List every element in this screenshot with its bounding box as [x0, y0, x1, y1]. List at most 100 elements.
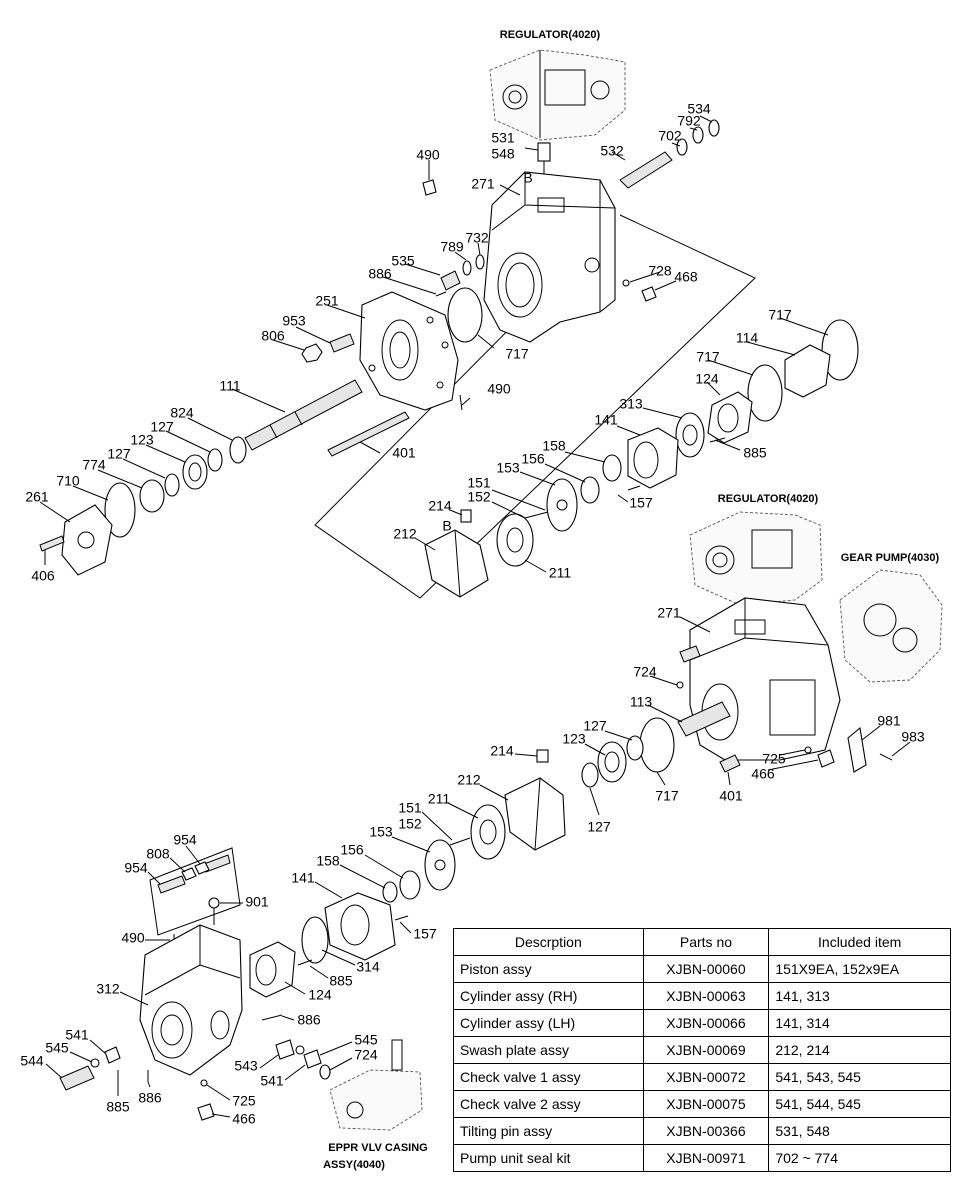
assembly-caption: REGULATOR(4020) — [718, 493, 819, 505]
assembly-caption: GEAR PUMP(4030) — [841, 552, 940, 564]
part-number-label: 490 — [121, 930, 145, 946]
part-number-label: 885 — [106, 1099, 130, 1115]
part-number-label: 466 — [232, 1111, 256, 1127]
cell-included-item: 141, 313 — [768, 982, 951, 1010]
part-number-label: 271 — [657, 605, 681, 621]
part-number-label: 214 — [428, 498, 452, 514]
part-number-label: 728 — [648, 263, 672, 279]
part-number-label: 152 — [467, 489, 491, 505]
cell-parts-no: XJBN-00069 — [642, 1036, 770, 1064]
part-number-label: 158 — [316, 853, 340, 869]
part-number-label: 401 — [719, 788, 743, 804]
part-number-label: 806 — [261, 328, 285, 344]
assembly-caption: ASSY(4040) — [323, 1159, 385, 1171]
part-number-label: 717 — [768, 307, 792, 323]
cell-included-item: 212, 214 — [768, 1036, 951, 1064]
part-number-label: 141 — [594, 412, 618, 428]
part-number-label: 544 — [20, 1053, 44, 1069]
part-number-label: 127 — [587, 819, 611, 835]
regulator-top — [489, 49, 626, 141]
part-number-label: 111 — [219, 378, 240, 394]
table-row: Check valve 1 assy XJBN-00072 541, 543, … — [453, 1063, 951, 1091]
part-number-label: 157 — [629, 495, 653, 511]
part-number-label: 725 — [232, 1093, 256, 1109]
column-header-description: Descrption — [453, 928, 644, 956]
part-number-label: 123 — [130, 432, 154, 448]
part-number-label: 158 — [542, 438, 566, 454]
cell-parts-no: XJBN-00971 — [642, 1144, 770, 1172]
part-number-label: 717 — [655, 788, 679, 804]
lower-assembly-drawing — [59, 847, 423, 1131]
part-number-label: 212 — [393, 526, 417, 542]
part-number-label: 541 — [65, 1027, 89, 1043]
parts-kit-table: Descrption Parts no Included item Piston… — [453, 928, 951, 1172]
part-number-label: 886 — [368, 266, 392, 282]
part-number-label: 886 — [138, 1090, 162, 1106]
part-number-label: 211 — [549, 565, 572, 581]
table-row: Pump unit seal kit XJBN-00971 702 ~ 774 — [453, 1144, 951, 1172]
part-number-label: 724 — [633, 664, 657, 680]
part-number-label: 543 — [234, 1058, 258, 1074]
table-row: Check valve 2 assy XJBN-00075 541, 544, … — [453, 1090, 951, 1118]
part-number-label: 312 — [96, 981, 120, 997]
part-number-label: 534 — [687, 101, 711, 117]
pump-casing-upper — [483, 171, 616, 343]
gear-pump — [839, 569, 943, 683]
part-number-label: 123 — [562, 731, 586, 747]
part-number-label: B — [442, 518, 451, 534]
part-number-label: 124 — [695, 371, 719, 387]
regulator-right — [689, 511, 823, 606]
part-number-label: 532 — [600, 143, 624, 159]
table-row: Tilting pin assy XJBN-00366 531, 548 — [453, 1117, 951, 1145]
cell-parts-no: XJBN-00366 — [642, 1117, 770, 1145]
part-number-label: 151 — [398, 800, 422, 816]
part-number-label: 152 — [398, 816, 422, 832]
part-number-label: 725 — [762, 751, 786, 767]
part-number-label: 153 — [496, 460, 520, 476]
part-number-label: 981 — [877, 713, 901, 729]
part-number-label: 156 — [340, 842, 364, 858]
cell-description: Tilting pin assy — [453, 1117, 644, 1145]
part-number-label: 710 — [56, 473, 80, 489]
table-row: Cylinder assy (RH) XJBN-00063 141, 313 — [453, 982, 951, 1010]
part-number-label: 314 — [356, 959, 380, 975]
part-number-label: 251 — [315, 293, 339, 309]
part-number-label: 113 — [630, 694, 653, 710]
part-number-label: 954 — [173, 832, 197, 848]
cell-included-item: 141, 314 — [768, 1009, 951, 1037]
part-number-label: 885 — [329, 973, 353, 989]
cell-parts-no: XJBN-00063 — [642, 982, 770, 1010]
cell-included-item: 541, 544, 545 — [768, 1090, 951, 1118]
valve-block-upper — [359, 291, 459, 411]
cell-description: Cylinder assy (LH) — [453, 1009, 644, 1037]
valve-block-lower — [139, 924, 243, 1076]
assembly-captions: REGULATOR(4020)REGULATOR(4020)GEAR PUMP(… — [323, 29, 939, 1171]
cell-description: Check valve 2 assy — [453, 1090, 644, 1118]
part-number-label: 808 — [146, 846, 170, 862]
cell-included-item: 151X9EA, 152x9EA — [768, 955, 951, 983]
cell-parts-no: XJBN-00075 — [642, 1090, 770, 1118]
part-number-label: 789 — [440, 239, 464, 255]
cell-parts-no: XJBN-00060 — [642, 955, 770, 983]
part-number-label: 983 — [901, 729, 925, 745]
part-number-label: 545 — [45, 1040, 69, 1056]
part-number-label: 211 — [428, 791, 451, 807]
cell-parts-no: XJBN-00072 — [642, 1063, 770, 1091]
part-number-label: 824 — [170, 405, 194, 421]
part-number-label: 490 — [416, 147, 440, 163]
upper-assembly-drawing — [39, 49, 859, 599]
part-number-label: 141 — [291, 870, 315, 886]
cell-description: Check valve 1 assy — [453, 1063, 644, 1091]
part-number-label: 901 — [245, 894, 269, 910]
middle-assembly-drawing — [249, 511, 943, 998]
part-number-label: 114 — [736, 330, 759, 346]
table-row: Piston assy XJBN-00060 151X9EA, 152x9EA — [453, 955, 951, 983]
table-row: Cylinder assy (LH) XJBN-00066 141, 314 — [453, 1009, 951, 1037]
pump-casing-middle — [689, 597, 841, 761]
part-number-label: 124 — [308, 987, 332, 1003]
table-header-row: Descrption Parts no Included item — [453, 928, 951, 956]
part-number-label: 151 — [467, 475, 491, 491]
part-number-label: 271 — [471, 176, 495, 192]
